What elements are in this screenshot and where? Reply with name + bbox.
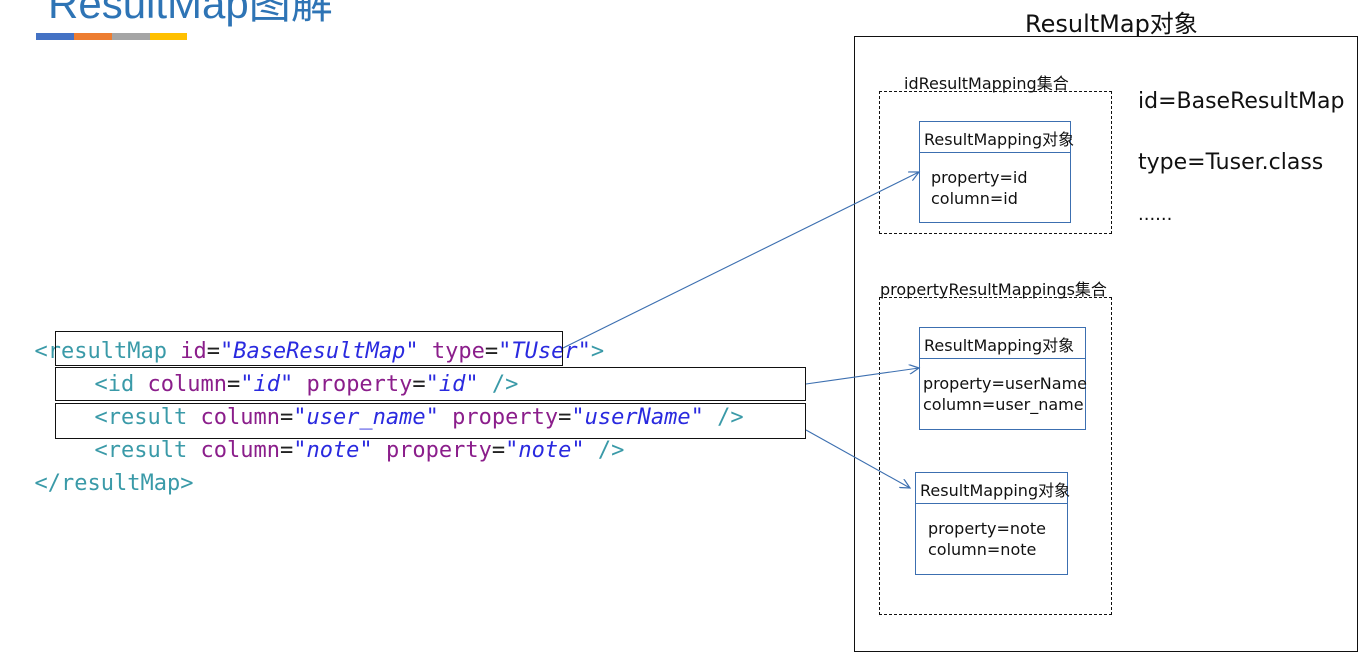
- code-box-id: [55, 331, 563, 366]
- object-head: ResultMapping对象: [920, 122, 1074, 153]
- code-line-result-username: <result column="user_name" property="use…: [94, 405, 744, 430]
- resultmapping-object-note: ResultMapping对象 property=note column=not…: [915, 472, 1070, 575]
- object-body: property=userName column=user_name: [920, 359, 1087, 415]
- object-property: property=id: [931, 168, 1028, 187]
- property-group-title: propertyResultMappings集合: [880, 280, 1107, 299]
- prop-type: type=Tuser.class: [1138, 150, 1324, 175]
- object-column: column=id: [931, 189, 1018, 208]
- prop-id: id=BaseResultMap: [1138, 89, 1345, 114]
- code-box-result-note: [55, 403, 806, 439]
- code-line-result-note: <result column="note" property="note" />: [94, 438, 625, 463]
- object-property: property=note: [928, 519, 1046, 538]
- code-box-result-username: [55, 367, 806, 401]
- accent-bar-orange: [74, 33, 112, 40]
- accent-bar-gray: [112, 33, 150, 40]
- slide-title: ResultMap图解: [48, 0, 333, 27]
- object-column: column=note: [928, 540, 1037, 559]
- prop-more: ......: [1138, 204, 1173, 225]
- object-head: ResultMapping对象: [916, 473, 1070, 504]
- id-group-title: idResultMapping集合: [904, 74, 1069, 93]
- accent-bar-yellow: [150, 33, 187, 40]
- id-group-box: [879, 91, 1112, 234]
- code-line-id: <id column="id" property="id" />: [94, 372, 519, 397]
- object-column: column=user_name: [923, 395, 1084, 414]
- object-body: property=id column=id: [920, 153, 1070, 209]
- resultmapping-object-id: ResultMapping对象 property=id column=id: [919, 121, 1074, 223]
- panel-title: ResultMap对象: [1025, 10, 1198, 38]
- object-body: property=note column=note: [916, 504, 1067, 560]
- resultmapping-object-username: ResultMapping对象 property=userName column…: [919, 327, 1087, 430]
- object-head: ResultMapping对象: [920, 328, 1085, 359]
- accent-bar-blue: [36, 33, 74, 40]
- code-line-resultmap-close: </resultMap>: [34, 471, 194, 496]
- object-property: property=userName: [923, 374, 1087, 393]
